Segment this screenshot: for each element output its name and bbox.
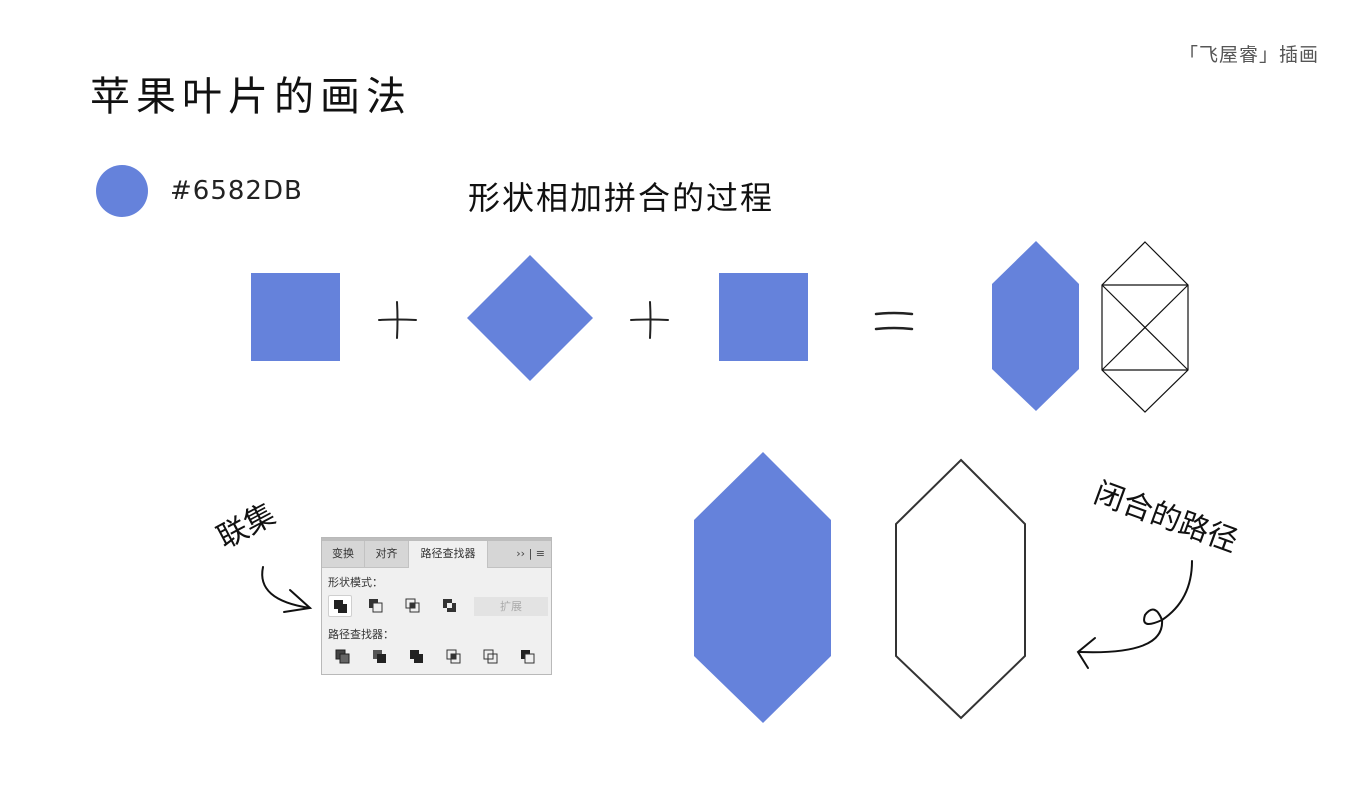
equals-sign xyxy=(874,311,914,331)
construction-diagram xyxy=(1101,241,1189,413)
expand-button[interactable]: 扩展 xyxy=(474,597,548,616)
result-hexagon-large xyxy=(694,452,831,723)
section-subtitle: 形状相加拼合的过程 xyxy=(468,179,775,217)
tab-align[interactable]: 对齐 xyxy=(365,541,409,567)
pathfinder-panel: 变换 对齐 路径查找器 ›› | ≡ 形状模式： 扩展 路径查找器： xyxy=(321,537,552,675)
minus-back-icon[interactable] xyxy=(516,646,540,668)
color-hex-label: #6582DB xyxy=(170,176,303,206)
crop-icon[interactable] xyxy=(442,646,466,668)
tab-pathfinder[interactable]: 路径查找器 xyxy=(409,541,488,568)
color-swatch xyxy=(96,165,148,217)
pathfinders-label: 路径查找器： xyxy=(328,628,394,641)
brand-label: 「飞屋睿」插画 xyxy=(1178,44,1319,66)
outline-icon[interactable] xyxy=(479,646,503,668)
divide-icon[interactable] xyxy=(331,646,355,668)
square-shape-1 xyxy=(251,273,340,361)
plus-sign-1 xyxy=(378,301,417,339)
shape-modes-label: 形状模式： xyxy=(328,576,383,589)
diamond-shape xyxy=(467,255,593,381)
square-shape-2 xyxy=(719,273,808,361)
tab-transform[interactable]: 变换 xyxy=(322,541,365,567)
closed-path-arrow xyxy=(1076,560,1193,669)
minus-front-icon[interactable] xyxy=(364,595,388,617)
merge-icon[interactable] xyxy=(405,646,429,668)
trim-icon[interactable] xyxy=(368,646,392,668)
exclude-icon[interactable] xyxy=(438,595,462,617)
union-arrow xyxy=(261,566,313,613)
panel-menu-icon[interactable]: ›› | ≡ xyxy=(516,547,545,560)
intersect-icon[interactable] xyxy=(401,595,425,617)
page-title: 苹果叶片的画法 xyxy=(90,74,412,120)
unite-icon[interactable] xyxy=(328,595,352,617)
closed-path-outline xyxy=(895,458,1026,720)
result-hexagon-small xyxy=(992,241,1079,411)
plus-sign-2 xyxy=(630,301,669,339)
panel-tab-bar: 变换 对齐 路径查找器 ›› | ≡ xyxy=(322,538,551,568)
